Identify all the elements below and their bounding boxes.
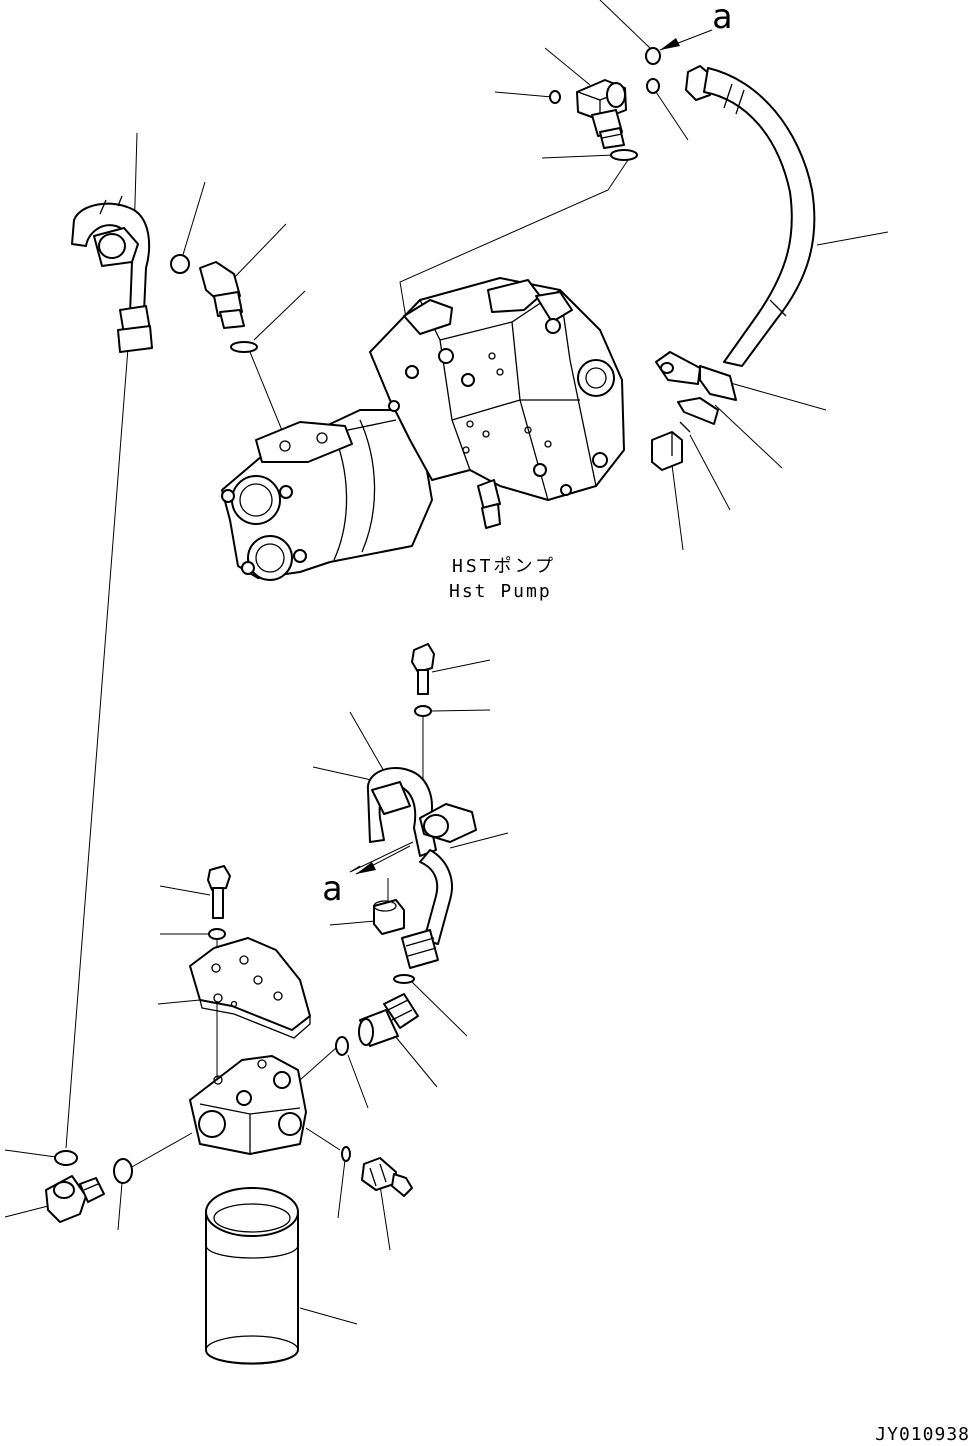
hst-pump [221,277,625,581]
elbow-fitting-left [199,261,245,329]
o-ring-center [393,974,415,984]
bolt-center [411,643,435,695]
ref-marker-top-label: a [712,0,732,37]
hydraulic-hose-right [685,65,816,367]
mounting-plate [189,937,311,1039]
o-ring-top-d [610,149,638,161]
figure-code: JY010938 [875,1424,970,1445]
bent-tube-center [366,767,477,969]
elbow-fitting-bottom-left [45,1175,105,1223]
sensor-switch [361,1157,413,1197]
bolt-lower [207,865,231,919]
hose-clamp [655,351,737,433]
washer-lower [208,928,226,940]
leader-lines [4,0,889,1325]
pump-label-en: Hst Pump [449,581,552,602]
washer-center [414,705,432,717]
filter-cartridge [205,1187,299,1365]
o-ring-head-right [335,1036,349,1056]
spacer-center [373,899,405,935]
o-ring-top-b [549,90,561,104]
pump-label-jp: HSTポンプ [452,556,556,577]
adapter-fitting-lower [358,993,419,1047]
o-ring-left-b [230,341,258,353]
o-ring-top-a [645,47,661,65]
bent-tube-top-left [71,195,153,353]
o-ring-top-c [646,78,660,94]
o-ring-bottom-left [54,1150,78,1166]
ref-marker-mid-label: a [322,869,342,909]
o-ring-head-left [113,1158,133,1184]
ref-marker-top: a [659,0,732,51]
clamp-nut [651,431,683,471]
o-ring-left-a [170,254,190,274]
washer-sensor [341,1146,351,1162]
filter-head [189,1055,307,1155]
elbow-fitting-top [576,79,627,149]
ref-marker-mid: a [322,845,411,909]
